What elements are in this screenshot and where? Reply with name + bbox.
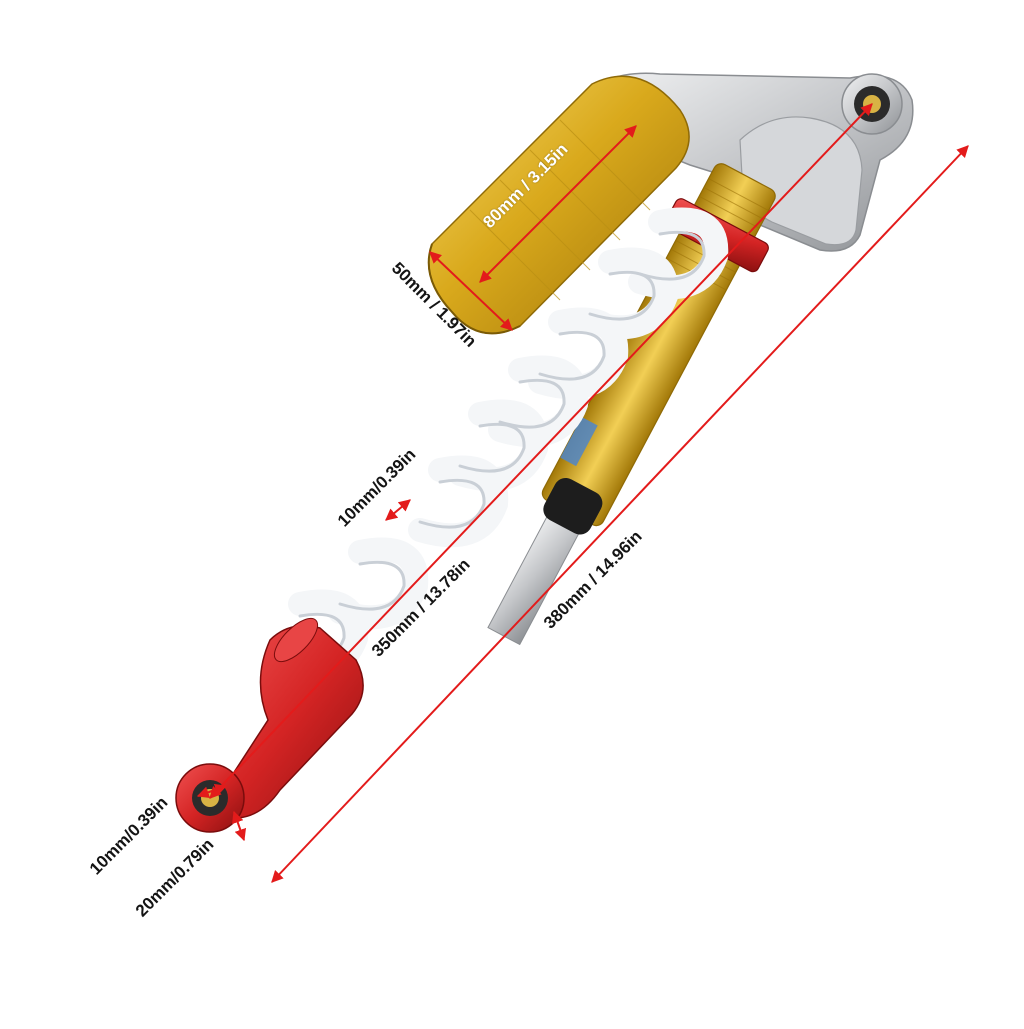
bushing-width-line [231, 810, 247, 842]
rod-diameter-line [385, 499, 411, 521]
dimension-lines [196, 103, 969, 883]
lower-mount [175, 617, 364, 833]
bushing-inner-line [196, 783, 228, 799]
eye-to-eye-line [209, 103, 873, 799]
reservoir-diameter-line [429, 251, 513, 331]
